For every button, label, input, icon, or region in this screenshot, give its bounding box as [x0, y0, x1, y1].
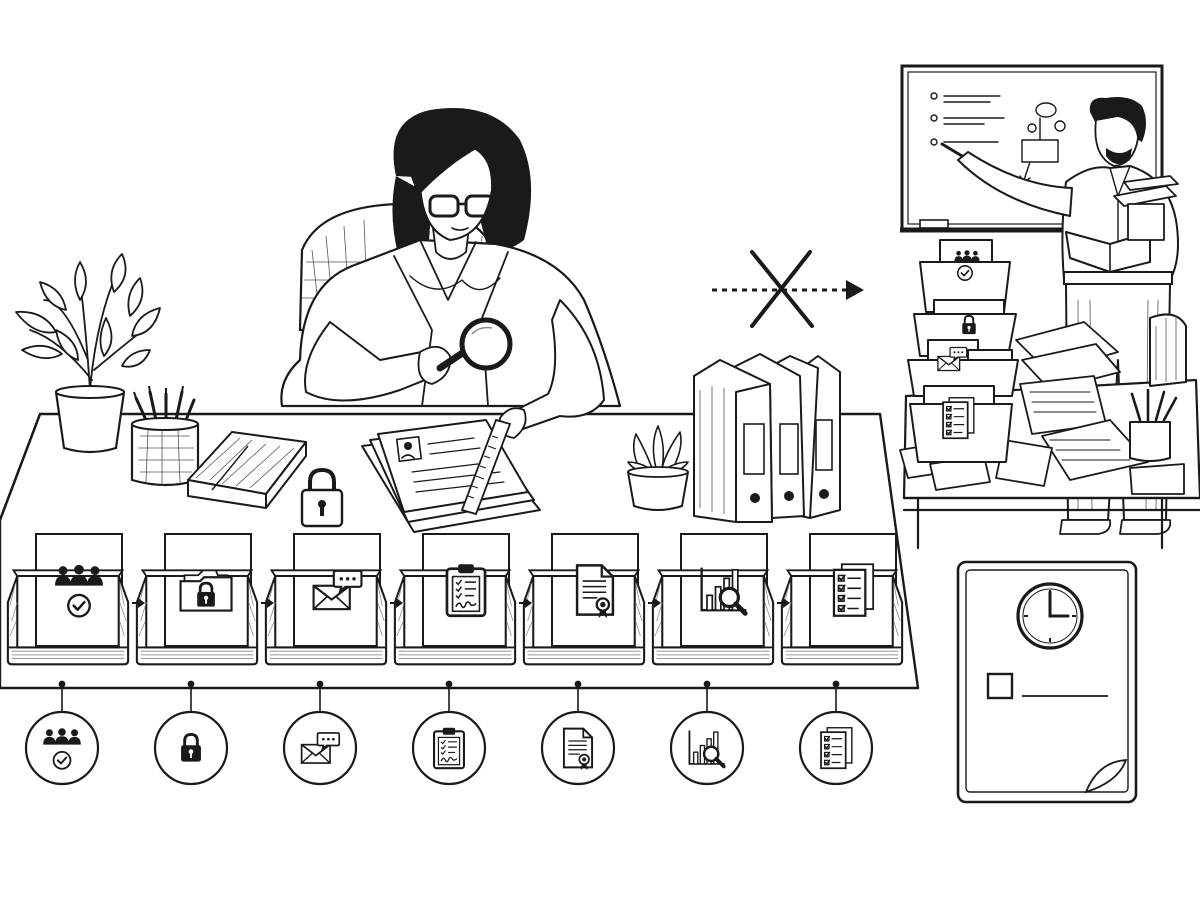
summary-circle — [798, 710, 874, 786]
summary-circle — [669, 710, 745, 786]
workflow-tray — [651, 533, 775, 666]
connector-dot — [316, 680, 324, 688]
clipboard-signature-icon — [432, 726, 466, 770]
clipboard-signature-icon — [445, 562, 487, 618]
connector-dot — [574, 680, 582, 688]
woman-reviewing — [280, 108, 622, 439]
crossed-arrow-icon — [712, 250, 864, 328]
summary-circle — [24, 710, 100, 786]
checklist-icon — [832, 563, 875, 617]
notebook — [187, 431, 307, 509]
summary-icon-row — [24, 680, 874, 786]
succulent-plant — [627, 425, 689, 511]
connector-dot — [187, 680, 195, 688]
certificate-document-icon — [575, 564, 615, 618]
workflow-card — [35, 533, 123, 647]
ruler-icon — [460, 418, 512, 516]
step-arrow-icon — [390, 598, 403, 608]
summary-circle — [153, 710, 229, 786]
step-arrow-icon — [648, 598, 661, 608]
glasses — [428, 194, 496, 218]
workflow-tray — [264, 533, 388, 666]
step-arrow-icon — [261, 598, 274, 608]
folder-lock-icon — [179, 569, 233, 612]
summary-circle — [282, 710, 358, 786]
connector-dot — [445, 680, 453, 688]
schedule-note-card — [956, 560, 1138, 804]
resume-documents — [361, 418, 541, 533]
pencil-cup — [130, 385, 200, 487]
magnifying-glass-icon — [436, 317, 513, 372]
summary-circle — [411, 710, 487, 786]
potted-plant — [15, 253, 161, 454]
certificate-document-icon — [562, 727, 594, 770]
cluttered-table — [899, 239, 1200, 550]
workflow-tray — [6, 533, 130, 666]
connector-dot — [58, 680, 66, 688]
workflow-tray — [780, 533, 904, 666]
workflow-trays — [6, 533, 904, 666]
padlock-icon — [300, 467, 344, 528]
connector-dot — [832, 680, 840, 688]
workflow-tray — [522, 533, 646, 666]
summary-circle — [540, 710, 616, 786]
clock-icon — [1016, 582, 1084, 650]
workflow-tray — [393, 533, 517, 666]
connector-dot — [703, 680, 711, 688]
step-arrow-icon — [777, 598, 790, 608]
binders — [693, 353, 841, 523]
step-arrow-icon — [132, 598, 145, 608]
workflow-arrows — [132, 598, 790, 608]
step-arrow-icon — [519, 598, 532, 608]
checklist-icon — [820, 726, 853, 770]
workflow-tray — [135, 533, 259, 666]
